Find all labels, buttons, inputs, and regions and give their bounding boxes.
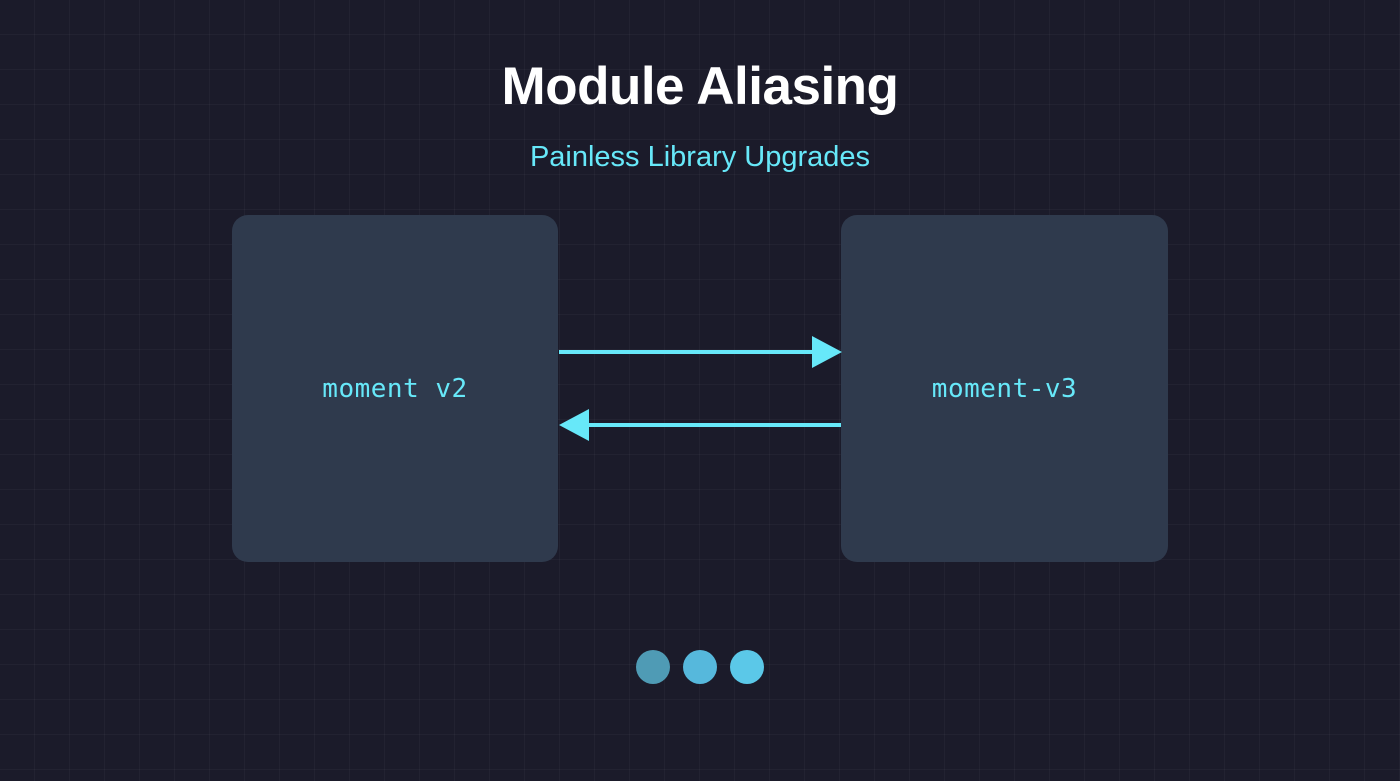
arrow-backward-left [559,409,841,441]
arrow-forward-head-icon [812,336,842,368]
arrow-forward-right [559,336,842,368]
module-node-source[interactable]: moment v2 [232,215,558,562]
page-subtitle: Painless Library Upgrades [529,141,871,173]
module-node-source-label: moment v2 [322,373,468,404]
pagination-dot-1[interactable] [636,650,670,684]
module-node-target-label: moment-v3 [931,373,1078,404]
pagination-dots [0,650,1400,684]
pagination-dot-2[interactable] [683,650,717,684]
pagination-dot-3[interactable] [730,650,764,684]
page-title: Module Aliasing [501,57,899,116]
module-node-target[interactable]: moment-v3 [841,215,1168,562]
arrow-backward-head-icon [559,409,589,441]
